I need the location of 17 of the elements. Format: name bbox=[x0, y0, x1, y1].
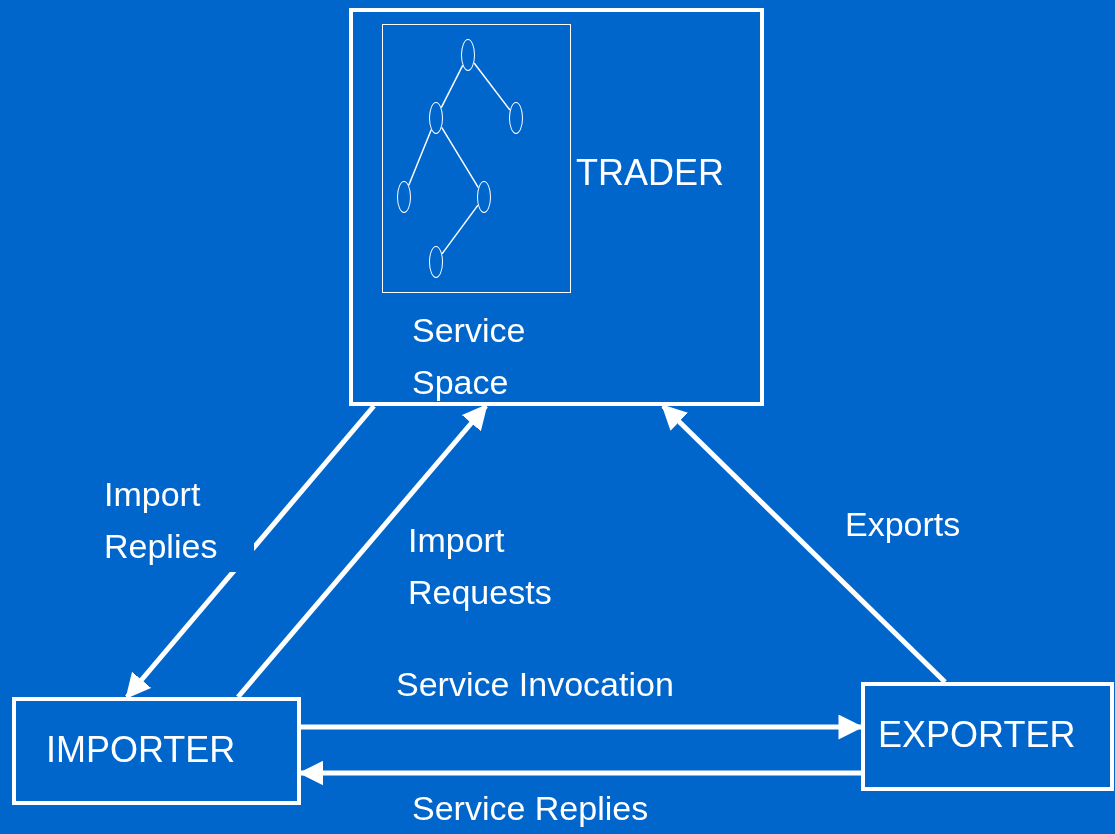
arrow bbox=[236, 404, 488, 699]
node-label: Service Space bbox=[412, 310, 527, 403]
connector-line bbox=[408, 129, 432, 186]
exporter-box bbox=[861, 682, 1114, 791]
node-label: EXPORTER bbox=[878, 714, 1076, 756]
node-label: IMPORTER bbox=[46, 729, 236, 771]
importer-box bbox=[12, 697, 301, 805]
connector-line bbox=[440, 126, 480, 189]
arrow bbox=[125, 404, 376, 699]
connector-line bbox=[441, 204, 479, 255]
trader-box bbox=[349, 8, 764, 406]
node-label: TRADER bbox=[576, 152, 724, 194]
arrow bbox=[298, 760, 861, 786]
arrow bbox=[301, 714, 864, 740]
connector-line bbox=[440, 64, 464, 109]
arrow bbox=[661, 404, 947, 684]
connector-line bbox=[473, 62, 511, 111]
